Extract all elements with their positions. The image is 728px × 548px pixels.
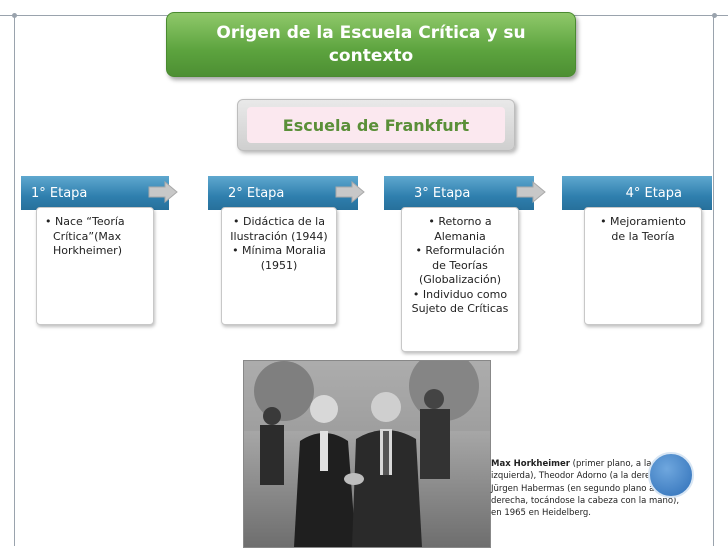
stage-3-card: • Retorno a Alemania • Reformulación de … bbox=[401, 207, 519, 352]
slide-number-badge bbox=[648, 452, 694, 498]
photo-caption: Max Horkheimer (primer plano, a la izqui… bbox=[491, 458, 691, 520]
stage-4-header: 4° Etapa bbox=[562, 176, 712, 210]
stage-3-item: • Reformulación de Teorías (Globalizació… bbox=[415, 244, 505, 287]
caption-text: (primer plano, a la izquierda), Theodor … bbox=[491, 459, 680, 519]
arrow-right-icon bbox=[148, 181, 178, 203]
arrow-right-icon bbox=[335, 181, 365, 203]
slide-title: Origen de la Escuela Crítica y su contex… bbox=[166, 12, 576, 77]
stage-1-card: • Nace “Teoría Crítica”(Max Horkheimer) bbox=[36, 207, 154, 325]
stage-3-header: 3° Etapa bbox=[384, 176, 534, 210]
stage-1-item: • Nace “Teoría Crítica”(Max Horkheimer) bbox=[45, 215, 125, 258]
stage-3-label: 3° Etapa bbox=[414, 185, 471, 201]
stage-2-item: • Mínima Moralia (1951) bbox=[232, 244, 326, 272]
frame-right-line bbox=[713, 15, 714, 546]
arrow-right-icon bbox=[516, 181, 546, 203]
frame-dot bbox=[12, 13, 17, 18]
caption-name: Max Horkheimer bbox=[491, 459, 570, 469]
historic-photo bbox=[243, 360, 491, 548]
stage-3-item: • Individuo como Sujeto de Críticas bbox=[411, 287, 509, 316]
stage-2-item: • Didáctica de la Ilustración (1944) bbox=[230, 215, 328, 243]
stage-4-card: • Mejoramiento de la Teoría bbox=[584, 207, 702, 325]
stage-1-label: 1° Etapa bbox=[31, 185, 88, 201]
stage-4-item: • Mejoramiento de la Teoría bbox=[600, 215, 686, 243]
stage-2-header: 2° Etapa bbox=[208, 176, 358, 210]
subtitle-text: Escuela de Frankfurt bbox=[282, 115, 470, 135]
stage-4-label: 4° Etapa bbox=[625, 185, 682, 201]
stage-3-item: • Retorno a Alemania bbox=[428, 215, 492, 243]
stage-1-header: 1° Etapa bbox=[21, 176, 169, 210]
frame-left-line bbox=[14, 15, 15, 546]
subtitle-inner: Escuela de Frankfurt bbox=[247, 107, 505, 143]
slide-title-text: Origen de la Escuela Crítica y su contex… bbox=[216, 23, 526, 66]
frame-dot bbox=[712, 13, 717, 18]
photo-scene bbox=[244, 361, 490, 547]
subtitle-box: Escuela de Frankfurt bbox=[237, 99, 515, 151]
stage-2-card: • Didáctica de la Ilustración (1944) • M… bbox=[221, 207, 337, 325]
stage-2-label: 2° Etapa bbox=[228, 185, 285, 201]
